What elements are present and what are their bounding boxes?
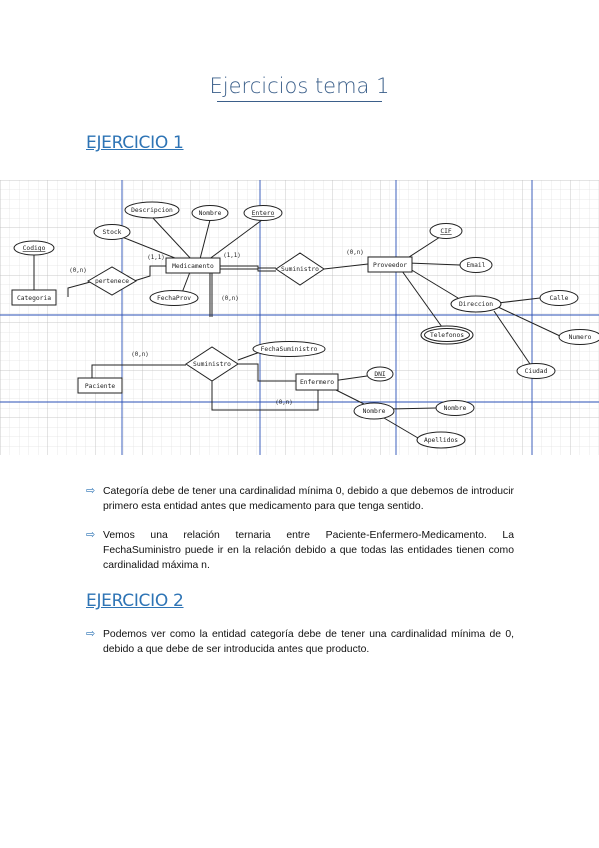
card-pert-med: (1,1) — [147, 255, 164, 261]
attr-ciudad-label: Ciudad — [525, 368, 548, 375]
attr-email — [459, 257, 493, 273]
card-pac-sum2: (0,n) — [131, 352, 148, 358]
attr-apellidos — [416, 431, 466, 449]
attr-calle — [539, 290, 579, 306]
svg-text:Proveedor: Proveedor — [373, 262, 407, 269]
attr-nombre-sub-label: Nombre — [444, 405, 467, 412]
svg-text:Categoria: Categoria — [17, 295, 51, 302]
attr-dni — [366, 366, 394, 382]
attr-fechaprov — [149, 290, 199, 306]
svg-text:Suministro: Suministro — [193, 361, 231, 368]
entity-paciente: Paciente — [77, 377, 123, 394]
svg-text:Paciente: Paciente — [85, 383, 116, 390]
attr-stock-label: Stock — [103, 229, 122, 236]
card-enf-sum2: (0,n) — [275, 400, 292, 406]
attr-descripcion-label: Descripcion — [131, 207, 173, 214]
svg-text:Suministro: Suministro — [281, 266, 319, 273]
attr-stock — [93, 224, 131, 240]
er-diagram: Medicamento Categoria Proveedor Paciente… — [0, 180, 599, 455]
entity-proveedor: Proveedor — [367, 256, 413, 273]
attr-descripcion — [124, 201, 180, 219]
card-cat-pert: (0,n) — [69, 268, 86, 274]
attr-cif-label: CIF — [440, 228, 452, 235]
bullet-ex1-1: ⇨ Categoría debe de tener una cardinalid… — [86, 485, 514, 512]
arrow-bullet-icon: ⇨ — [86, 628, 96, 640]
relationship-suministro-bottom: Suministro — [185, 346, 239, 382]
attr-direccion — [450, 295, 502, 313]
attr-entero — [243, 205, 283, 221]
attr-ciudad — [516, 363, 556, 379]
grid-background — [0, 180, 599, 455]
attr-telefonos — [420, 325, 474, 345]
page-guides — [0, 180, 599, 455]
heading-ejercicio-2: EJERCICIO 2 — [86, 591, 184, 611]
attr-email-label: Email — [467, 262, 486, 269]
attr-direccion-label: Direccion — [459, 301, 493, 308]
card-med-sum: (1,1) — [223, 253, 240, 259]
attr-numero-label: Numero — [569, 334, 592, 341]
connectors — [33, 216, 561, 439]
document-title: Ejercicios tema 1 — [209, 74, 390, 98]
relationship-pertenece: pertenece — [87, 266, 137, 296]
arrow-bullet-icon: ⇨ — [86, 529, 96, 541]
arrow-bullet-icon: ⇨ — [86, 485, 96, 497]
bullet-ex2-1: ⇨ Podemos ver como la entidad categoría … — [86, 628, 514, 655]
attr-entero-label: Entero — [252, 210, 275, 217]
card-med-sum2: (0,n) — [221, 296, 238, 302]
attr-fechasuministro-label: FechaSuministro — [261, 346, 318, 353]
attr-nombre-enf — [353, 402, 395, 420]
entity-categoria: Categoria — [11, 289, 57, 306]
heading-ejercicio-1: EJERCICIO 1 — [86, 133, 184, 153]
attr-nombre-med-label: Nombre — [199, 210, 222, 217]
attr-nombre-med — [191, 205, 229, 221]
attr-dni-label: DNI — [374, 371, 386, 378]
svg-text:Enfermero: Enfermero — [300, 379, 334, 386]
svg-text:Medicamento: Medicamento — [172, 263, 214, 270]
entity-enfermero: Enfermero — [295, 373, 339, 391]
svg-text:pertenece: pertenece — [95, 278, 129, 285]
attr-fechaprov-label: FechaProv — [157, 295, 191, 302]
relationship-suministro-top: Suministro — [275, 252, 325, 286]
attr-cif — [429, 223, 463, 239]
attr-codigo — [13, 240, 55, 256]
attr-numero — [558, 329, 599, 345]
attr-nombre-enf-label: Nombre — [363, 408, 386, 415]
card-sum-prov: (0,n) — [346, 250, 363, 256]
attr-codigo-label: Codigo — [23, 245, 46, 252]
attr-apellidos-label: Apellidos — [424, 437, 458, 444]
attr-telefonos-label: Telefonos — [430, 332, 464, 339]
attr-nombre-sub — [435, 400, 475, 416]
title-underline — [217, 101, 382, 102]
attr-fechasuministro — [252, 341, 326, 357]
entity-medicamento: Medicamento — [165, 257, 221, 274]
attr-calle-label: Calle — [550, 295, 569, 302]
bullet-ex1-2: ⇨ Vemos una relación ternaria entre Paci… — [86, 529, 514, 571]
